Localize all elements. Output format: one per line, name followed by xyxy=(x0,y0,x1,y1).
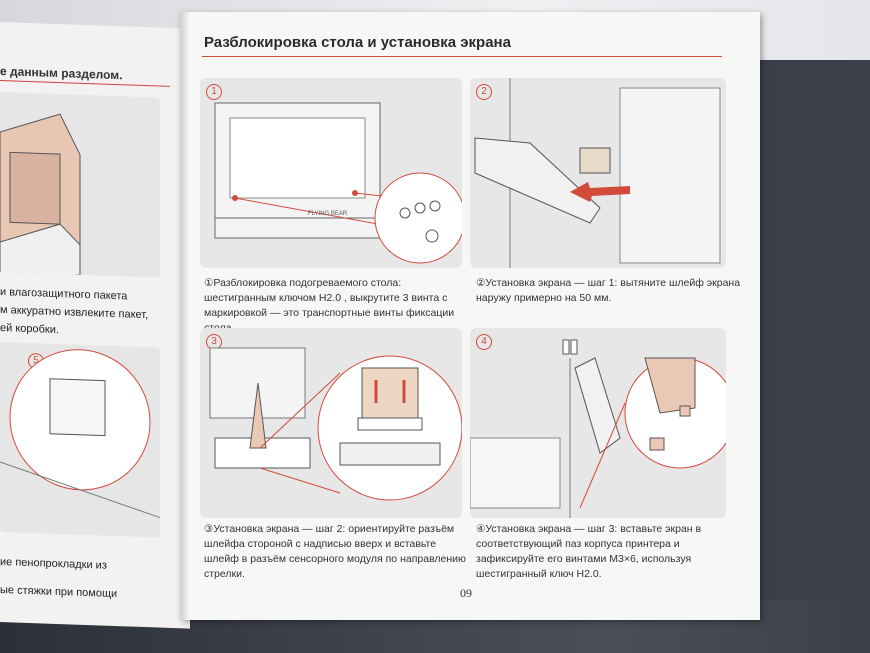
connector-insert-illustration xyxy=(209,347,462,501)
step-3-caption-line-4: стрелки. xyxy=(204,568,245,580)
left-illustration-box xyxy=(0,92,160,278)
step-3-caption-line-2: шлейфа стороной с надписью вверх и встав… xyxy=(204,538,437,550)
flying-bear-label: FLYING BEAR xyxy=(308,211,348,217)
page-title: Разблокировка стола и установка экрана xyxy=(204,34,511,51)
step-2-illustration-box: 2 xyxy=(470,78,726,268)
step-number-4: 4 xyxy=(476,334,492,350)
left-text-line-1: и влагозащитного пакета xyxy=(0,286,128,303)
left-bottom-line-2: ые стяжки при помощи xyxy=(0,584,118,601)
step-2-caption: ②Установка экрана — шаг 1: вытяните шлей… xyxy=(476,276,740,306)
right-page: Разблокировка стола и установка экрана 1… xyxy=(180,12,760,620)
step-3-caption-line-3: шлейф в разъём сенсорного модуля по напр… xyxy=(204,553,466,565)
screen-cable-illustration xyxy=(474,78,721,268)
step-4-caption-line-3: зафиксируйте его винтами M3×6, используя xyxy=(476,553,692,565)
step-3-caption: ③Установка экрана — шаг 2: ориентируйте … xyxy=(204,522,466,582)
step-4-caption-line-4: шестигранный ключ H2.0. xyxy=(476,568,602,580)
step-3-caption-line-1: ③Установка экрана — шаг 2: ориентируйте … xyxy=(204,523,455,535)
step-2-caption-line-2: наружу примерно на 50 мм. xyxy=(476,292,612,304)
step-1-illustration-box: 1 FLYING BEAR xyxy=(200,78,462,268)
printer-box-illustration xyxy=(0,113,81,278)
left-page: е данным разделом. и влагозащитного паке… xyxy=(0,22,190,629)
step5-illustration xyxy=(0,349,160,519)
step-4-illustration-box: 4 xyxy=(470,328,726,518)
step-1-caption: ①Разблокировка подогреваемого стола: шес… xyxy=(204,276,454,336)
left-bottom-line-1: ие пенопрокладки из xyxy=(0,556,107,572)
page-gutter-shadow xyxy=(180,12,190,620)
step-4-caption: ④Установка экрана — шаг 3: вставьте экра… xyxy=(476,522,701,582)
screen-mount-illustration xyxy=(470,339,726,518)
step-1-caption-line-2: шестигранным ключом H2.0 , выкрутите 3 в… xyxy=(204,292,448,304)
title-rule xyxy=(202,56,722,57)
step-4-caption-line-1: ④Установка экрана — шаг 3: вставьте экра… xyxy=(476,523,702,535)
step-1-caption-line-3: маркировкой — это транспортные винты фик… xyxy=(204,307,455,319)
left-heading: е данным разделом. xyxy=(0,64,123,83)
left-step5-box: 5 xyxy=(0,342,160,538)
step-3-illustration-box: 3 xyxy=(200,328,462,518)
step-4-caption-line-2: соответствующий паз корпуса принтера и xyxy=(476,538,680,550)
step-2-caption-line-1: ②Установка экрана — шаг 1: вытяните шлей… xyxy=(476,277,741,289)
step-number-1: 1 xyxy=(206,84,222,100)
left-heading-rule xyxy=(0,80,170,87)
page-number: 09 xyxy=(460,586,472,600)
step-number-2: 2 xyxy=(476,84,492,100)
left-text-line-3: ей коробки. xyxy=(0,322,59,337)
step-1-caption-line-1: ①Разблокировка подогреваемого стола: xyxy=(204,277,402,289)
bed-unlock-illustration xyxy=(214,102,462,264)
